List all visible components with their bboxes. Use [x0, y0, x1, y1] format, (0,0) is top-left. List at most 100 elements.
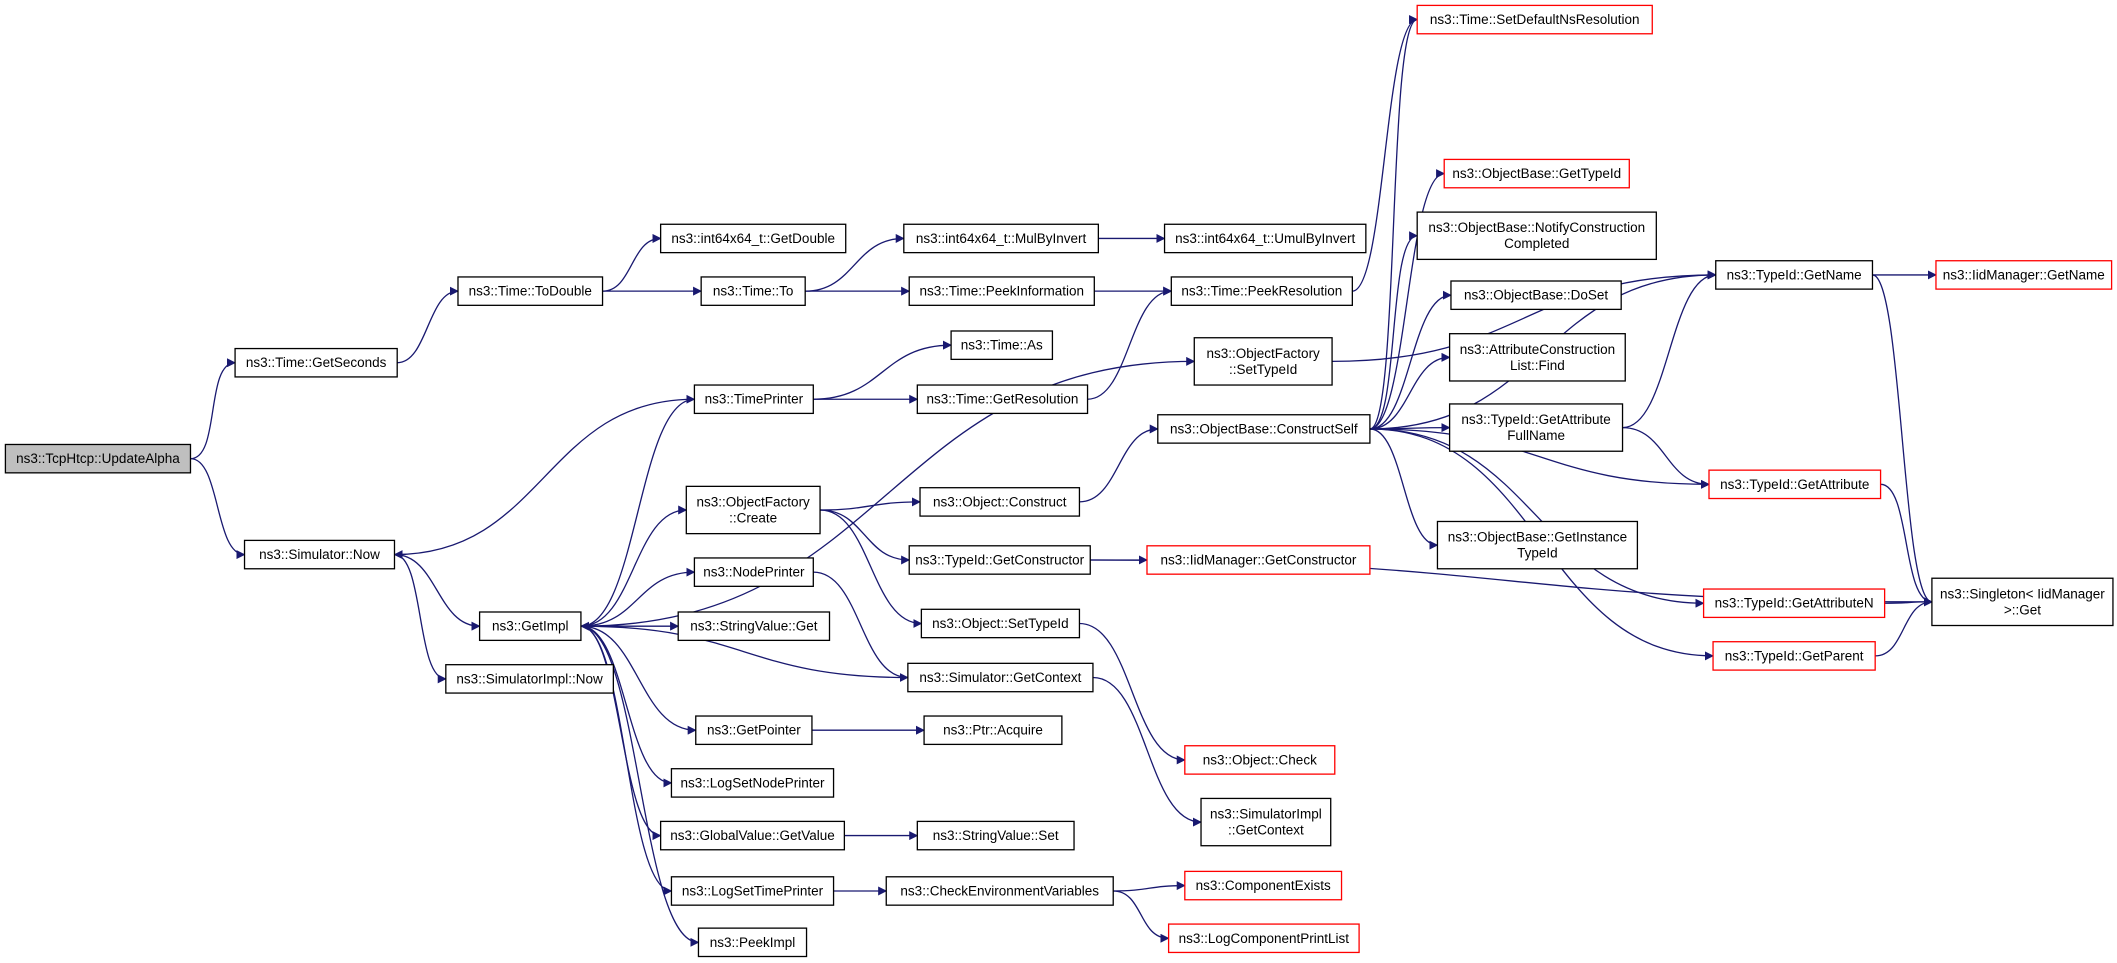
node-box — [1935, 260, 2113, 290]
node-getpointer[interactable]: ns3::GetPointer — [695, 715, 813, 746]
node-mulbyinvert[interactable]: ns3::int64x64_t::MulByInvert — [903, 223, 1100, 254]
node-simimplgetcontext[interactable]: ns3::SimulatorImpl::GetContext — [1200, 797, 1332, 847]
node-stringvalueget[interactable]: ns3::StringValue::Get — [677, 611, 831, 642]
node-simimplnow[interactable]: ns3::SimulatorImpl::Now — [445, 664, 614, 694]
node-box — [1715, 260, 1874, 290]
node-box — [695, 715, 813, 746]
node-timeto[interactable]: ns3::Time::To — [700, 276, 806, 306]
node-simnow[interactable]: ns3::Simulator::Now — [243, 539, 396, 570]
node-getseconds[interactable]: ns3::Time::GetSeconds — [234, 347, 398, 378]
node-gvgetvalue[interactable]: ns3::GlobalValue::GetValue — [659, 820, 846, 851]
node-box — [670, 768, 835, 798]
node-obgettypeid[interactable]: ns3::ObjectBase::GetTypeId — [1443, 158, 1630, 189]
node-label: ns3::int64x64_t::GetDouble — [671, 231, 835, 246]
node-label: ns3::PeekImpl — [710, 935, 796, 950]
node-tidgetattributen[interactable]: ns3::TypeId::GetAttributeN — [1702, 588, 1886, 619]
node-box — [693, 557, 814, 587]
node-label: ns3::SimulatorImpl — [1210, 807, 1322, 822]
node-ofsettypeid[interactable]: ns3::ObjectFactory::SetTypeId — [1193, 337, 1333, 386]
edge-obconstructself-to-obdoset — [1369, 290, 1452, 430]
node-box — [677, 611, 831, 642]
edge-getseconds-to-todouble — [397, 286, 459, 364]
node-checkenv[interactable]: ns3::CheckEnvironmentVariables — [885, 876, 1114, 906]
node-logsetnodeprinter[interactable]: ns3::LogSetNodePrinter — [670, 768, 835, 798]
node-box — [950, 330, 1054, 361]
node-objsettypeid[interactable]: ns3::Object::SetTypeId — [920, 608, 1081, 639]
node-getresolution[interactable]: ns3::Time::GetResolution — [916, 384, 1089, 415]
node-label: ns3::TypeId::GetAttributeN — [1715, 596, 1874, 611]
node-label: ns3::ObjectFactory — [1207, 346, 1321, 361]
node-box — [1184, 745, 1336, 775]
node-stringvalueset[interactable]: ns3::StringValue::Set — [916, 820, 1075, 851]
node-objcheck[interactable]: ns3::Object::Check — [1184, 745, 1336, 775]
node-label: ns3::AttributeConstruction — [1460, 342, 1615, 357]
node-label: ns3::TypeId::GetName — [1727, 267, 1862, 282]
node-label: ns3::LogSetTimePrinter — [682, 883, 824, 898]
node-label: ns3::GetPointer — [707, 723, 801, 738]
node-box — [1712, 641, 1876, 671]
node-peekinformation[interactable]: ns3::Time::PeekInformation — [908, 276, 1095, 306]
node-obdoset[interactable]: ns3::ObjectBase::DoSet — [1450, 280, 1622, 311]
edge-getimpl-to-timeprinter — [580, 394, 696, 627]
edge-getresolution-to-peekresolution — [1087, 286, 1173, 400]
node-box — [700, 276, 806, 306]
edge-simnow-to-getimpl — [394, 553, 481, 631]
edge-checkenv-to-componentexists — [1113, 881, 1186, 892]
node-label: ns3::Object::Check — [1203, 752, 1317, 767]
node-label: ns3::ObjectBase::GetTypeId — [1452, 166, 1621, 181]
node-peekimpl[interactable]: ns3::PeekImpl — [697, 927, 808, 958]
node-timeas[interactable]: ns3::Time::As — [950, 330, 1054, 361]
node-box — [478, 611, 582, 642]
node-box — [1702, 588, 1886, 619]
node-peekresolution[interactable]: ns3::Time::PeekResolution — [1170, 276, 1353, 306]
node-obnotify[interactable]: ns3::ObjectBase::NotifyConstructionCompl… — [1416, 211, 1657, 261]
node-ofcreate[interactable]: ns3::ObjectFactory::Create — [685, 485, 821, 535]
node-iidgetconstructor[interactable]: ns3::IidManager::GetConstructor — [1146, 545, 1371, 575]
node-umulbyinvert[interactable]: ns3::int64x64_t::UmulByInvert — [1163, 223, 1367, 254]
node-objconstruct[interactable]: ns3::Object::Construct — [919, 487, 1081, 517]
node-obconstructself[interactable]: ns3::ObjectBase::ConstructSelf — [1157, 414, 1371, 444]
node-label: ns3::TcpHtcp::UpdateAlpha — [16, 451, 180, 466]
node-label: ns3::Singleton< IidManager — [1940, 586, 2105, 601]
edge-obconstructself-to-tidgetattribute — [1369, 428, 1710, 489]
node-tidgetname[interactable]: ns3::TypeId::GetName — [1715, 260, 1874, 290]
node-label: ns3::NodePrinter — [703, 565, 805, 580]
node-box — [1184, 870, 1343, 901]
edge-obconstructself-to-tidgetattributen — [1369, 428, 1705, 608]
node-nodeprinter[interactable]: ns3::NodePrinter — [693, 557, 814, 587]
node-todouble[interactable]: ns3::Time::ToDouble — [457, 276, 604, 306]
node-getimpl[interactable]: ns3::GetImpl — [478, 611, 582, 642]
node-logsettimeprinter[interactable]: ns3::LogSetTimePrinter — [670, 876, 835, 906]
node-box — [1163, 223, 1367, 254]
node-label: ns3::Time::PeekInformation — [919, 284, 1084, 299]
node-timeprinter[interactable]: ns3::TimePrinter — [693, 384, 814, 415]
node-label: ::Create — [729, 510, 777, 525]
node-getdouble[interactable]: ns3::int64x64_t::GetDouble — [659, 223, 847, 254]
node-logcomponentprintlist[interactable]: ns3::LogComponentPrintList — [1167, 923, 1360, 954]
node-label: ns3::LogSetNodePrinter — [680, 775, 825, 790]
node-box — [923, 715, 1063, 746]
node-tidgetconstructor[interactable]: ns3::TypeId::GetConstructor — [908, 545, 1091, 575]
node-label: ns3::TypeId::GetAttribute — [1720, 477, 1869, 492]
node-box — [1436, 520, 1639, 570]
node-tidgetattribute[interactable]: ns3::TypeId::GetAttribute — [1708, 469, 1882, 500]
node-box — [916, 384, 1089, 415]
node-label: ns3::Time::GetSeconds — [246, 355, 387, 370]
node-singletonget[interactable]: ns3::Singleton< IidManager >::Get — [1931, 577, 2114, 627]
node-label: ns3::GlobalValue::GetValue — [670, 828, 835, 843]
node-componentexists[interactable]: ns3::ComponentExists — [1184, 870, 1343, 901]
node-setdefaultnsres[interactable]: ns3::Time::SetDefaultNsResolution — [1416, 4, 1653, 35]
node-simgetcontext[interactable]: ns3::Simulator::GetContext — [907, 662, 1094, 693]
node-box — [693, 384, 814, 415]
node-label: ns3::Time::To — [713, 284, 794, 299]
node-box — [1200, 797, 1332, 847]
node-ptracquire[interactable]: ns3::Ptr::Acquire — [923, 715, 1063, 746]
node-iidgetname[interactable]: ns3::IidManager::GetName — [1935, 260, 2113, 290]
edge-obconstructself-to-obnotify — [1369, 231, 1419, 430]
node-tidgetparent[interactable]: ns3::TypeId::GetParent — [1712, 641, 1876, 671]
node-box — [1450, 280, 1622, 311]
edge-getimpl-to-ofcreate — [580, 505, 688, 627]
